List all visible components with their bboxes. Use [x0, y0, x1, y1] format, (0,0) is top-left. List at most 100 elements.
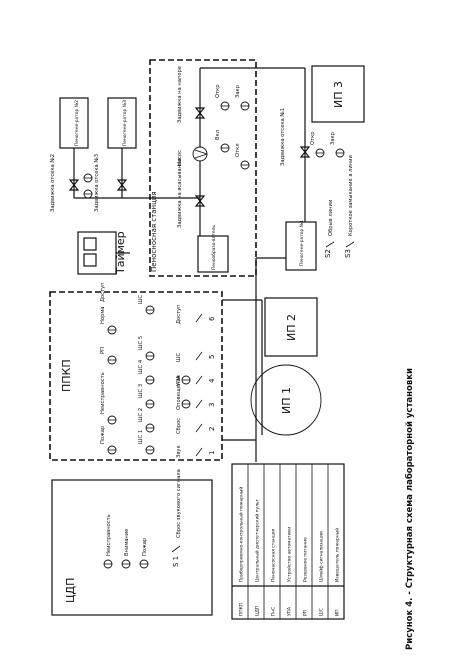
legend-abbr: ППКП	[239, 603, 245, 616]
valve-section2-symbol	[68, 179, 80, 191]
generator1-label: Пеногене-ратор №1	[299, 220, 305, 266]
ppkp-loop-lamp	[145, 399, 155, 409]
legend-abbr: ИП	[335, 609, 341, 616]
ppkp-bottom-switch	[195, 423, 203, 433]
ppkp-top-label: Неисправность	[100, 372, 106, 414]
ip1-label: ИП 1	[280, 387, 293, 414]
ppkp-bottom-switch	[195, 351, 203, 361]
s3-label: Короткое замыкание в линии	[348, 155, 354, 236]
valve-pressure-label: Задвижка на напоре	[177, 66, 183, 123]
cdp-lamp-fault: Неисправность	[103, 514, 113, 569]
cdp-lamp-attention-label: Внимание	[124, 529, 130, 556]
valve-suction-symbol	[194, 195, 206, 207]
ppkp-bottom-label: ШС	[176, 352, 182, 362]
section1-open-label: Откр	[310, 131, 316, 145]
ppkp-top-lamp	[107, 415, 117, 425]
ppkp-top-lamp	[107, 325, 117, 335]
s2-code: S2	[324, 249, 332, 258]
ppkp-bottom-number: 6	[208, 316, 216, 321]
ppkp-bottom-number: 2	[208, 427, 216, 431]
generator3-box	[107, 97, 137, 149]
ppkp-bottom-label: Доступ	[176, 304, 182, 324]
pump-symbol	[192, 146, 208, 162]
legend-text: Пенонасосная станция	[271, 528, 277, 582]
legend-abbr: ПнС	[271, 607, 277, 616]
timer-block: Таймер	[77, 231, 130, 275]
pump-off-lamp: Откл	[235, 143, 250, 170]
cdp-switch-label: Сброс звукового сигнала	[176, 469, 182, 538]
valve-section3-label: Задвижка отсека №3	[94, 154, 100, 212]
pump-station: Пеносносная станция Задвижка на напоре О…	[149, 59, 305, 277]
ppkp-top-label: Пожар	[100, 425, 106, 444]
pump-station-title: Пеносносная станция	[150, 191, 158, 272]
legend-text: Устройство автоматики	[286, 527, 293, 582]
ppkp-loop-label: ШС 1	[138, 430, 144, 444]
ppkp-bottom-number: 1	[208, 451, 216, 455]
legend-text: Резервное питание	[303, 537, 309, 582]
section1-close-label: Закр	[330, 131, 336, 145]
ppkp-top-label: РП	[100, 347, 106, 354]
ppkp-loop-label: ШС 2	[138, 408, 144, 422]
ip2-label: ИП 2	[285, 314, 298, 341]
ppkp-loop-lamp	[145, 351, 155, 361]
valve-pressure-open-label: Откр	[215, 84, 221, 98]
valve-section1-symbol	[299, 146, 311, 158]
s3-code: S3	[344, 249, 352, 258]
section1-close-lamp: Закр	[330, 131, 345, 158]
valve-section2-label: Задвижка отсека №2	[50, 154, 56, 212]
ppkp-loop-lamp	[145, 423, 155, 433]
ip1-detector: ИП 1	[250, 364, 322, 436]
cdp-switch-symbol	[171, 545, 181, 553]
generator1-box	[285, 221, 317, 271]
legend-text: Центральный диспетчерский пульт	[254, 498, 261, 582]
generator3-label: Пеногене-ратор №3	[122, 100, 128, 146]
cdp-lamp-fault-label: Неисправность	[106, 514, 112, 556]
ppkp-bottom-switch	[195, 399, 203, 409]
valve-pressure-symbol	[194, 107, 206, 119]
pump-on-label: Вкл	[215, 130, 221, 140]
ppkp-loop-label: ШС	[138, 294, 144, 304]
ppkp-loop-lamp	[145, 305, 155, 315]
valve-section1-label: Задвижка отсека №1	[280, 108, 286, 166]
generator2-box	[59, 97, 89, 149]
legend-abbr: РП	[303, 610, 309, 616]
ip3-block: ИП 3	[311, 65, 365, 123]
cdp-lamp-fire-label: Пожар	[142, 537, 148, 556]
ppkp-bottom-label: УПА	[176, 375, 182, 386]
legend-abbr: ЦДП	[255, 606, 261, 616]
valve-pressure-close-label: Закр	[235, 84, 241, 98]
foam-tank-label: Пенообразо-ватель	[210, 225, 217, 270]
section1-branch: Задвижка отсека №1 Откр Закр Пеногене-ра…	[280, 68, 355, 271]
ppkp-top-lamp	[107, 355, 117, 365]
foam-tank-box	[197, 235, 229, 273]
legend-table: ППКП Приборприемно-контрольный пожарныйЦД…	[231, 463, 345, 620]
generators-2-3: Пеногене-ратор №2 Пеногене-ратор №3 Задв…	[50, 97, 200, 212]
ppkp-extra-label: Доступ	[100, 282, 106, 302]
ppkp-top-lamp	[107, 445, 117, 455]
s3-switch-symbol	[345, 241, 355, 248]
ppkp-bottom-switch	[195, 375, 203, 385]
legend-abbr: УПА	[287, 607, 293, 616]
cdp-lamp-fire: Пожар	[139, 537, 149, 569]
legend-text: Извещатель пожарный	[334, 528, 341, 582]
pump-label: Насос	[177, 150, 183, 166]
wiring	[222, 257, 286, 462]
generator2-label: Пеногене-ратор №2	[74, 100, 80, 146]
cdp-lamp-attention: Внимание	[121, 529, 131, 569]
ip3-label: ИП 3	[332, 81, 345, 108]
legend-abbr: ШС	[319, 608, 325, 616]
legend-text: Приборприемно-контрольный пожарный	[238, 487, 245, 582]
section1-open-lamp: Откр	[310, 131, 325, 158]
ppkp-loop-label: ШС 3	[138, 384, 144, 398]
cdp-title: ЦДП	[64, 578, 77, 603]
ppkp-bottom-number: 4	[208, 378, 216, 383]
valve-pressure-open-lamp: Откр	[215, 84, 230, 111]
ppkp-bottom-number: 3	[208, 403, 216, 407]
valve-suction-label: Задвижка на всасывании	[177, 158, 183, 228]
ppkp-bottom-label: Сброс	[176, 418, 182, 434]
valve-section2-lamps	[83, 173, 93, 199]
s2-switch-symbol	[325, 241, 335, 248]
